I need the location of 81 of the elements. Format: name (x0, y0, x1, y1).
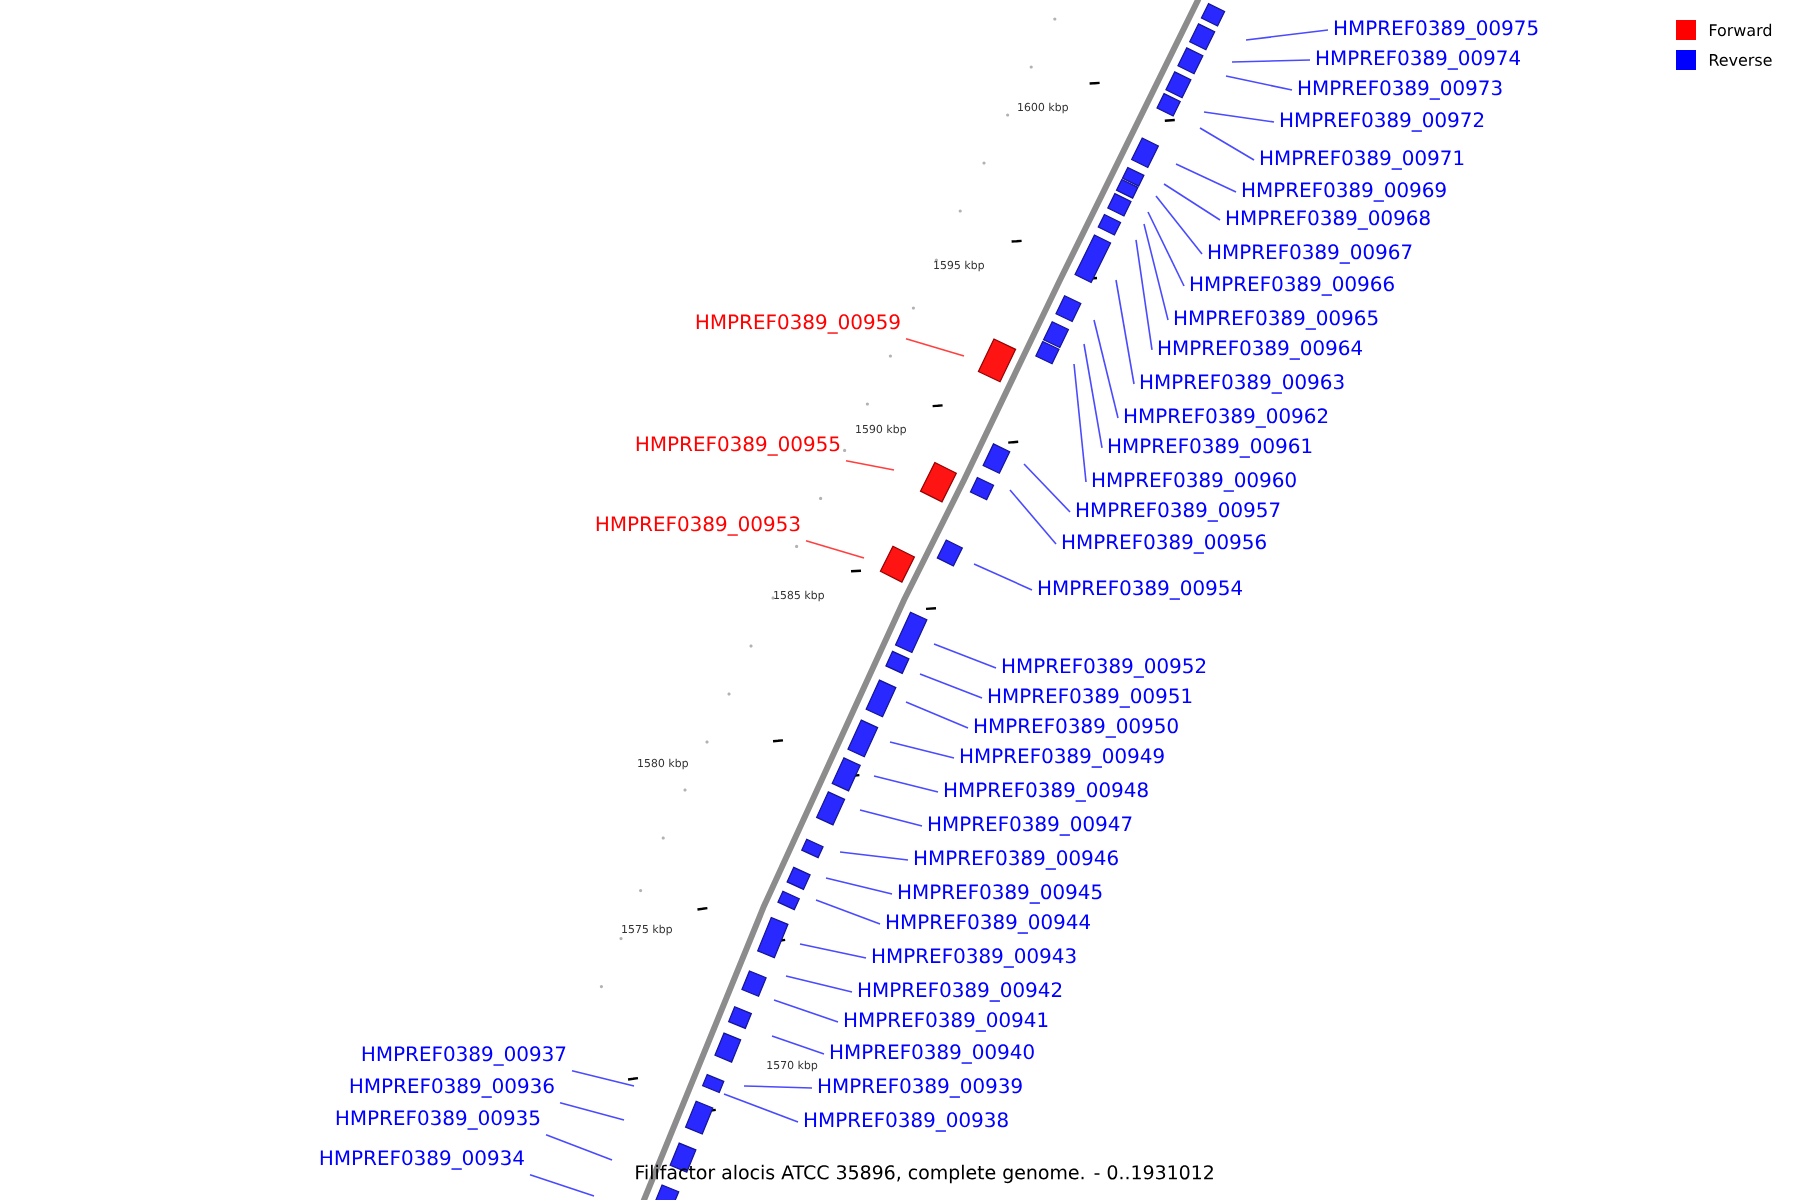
gene-label: HMPREF0389_00952 (1003, 658, 1206, 678)
leader-line (873, 775, 939, 793)
gene-label: HMPREF0389_00951 (989, 688, 1192, 708)
leader-line (839, 851, 909, 861)
leader-line (1163, 183, 1221, 221)
gene-label: HMPREF0389_00944 (887, 914, 1090, 934)
gene-label: HMPREF0389_00946 (915, 850, 1118, 870)
gene-label: HMPREF0389_00973 (1299, 80, 1502, 100)
leader-line (799, 943, 867, 959)
gene-label: HMPREF0389_00937 (362, 1046, 566, 1066)
leader-line (771, 1035, 825, 1055)
leader-line (1093, 319, 1119, 419)
gene-label: HMPREF0389_00947 (929, 816, 1132, 836)
leader-line (889, 741, 955, 759)
gene-label: HMPREF0389_00972 (1281, 112, 1484, 132)
leader-line (1115, 279, 1135, 385)
gene-label: HMPREF0389_00942 (859, 982, 1062, 1002)
leader-line (1135, 239, 1153, 351)
gene-label: HMPREF0389_00935 (336, 1110, 540, 1130)
leader-line (919, 673, 983, 699)
gene-label: HMPREF0389_00949 (961, 748, 1164, 768)
leader-line (773, 999, 839, 1023)
leader-line (1231, 59, 1311, 63)
gene-label: HMPREF0389_00953 (596, 516, 800, 536)
leader-line (1175, 163, 1237, 193)
leader-line (973, 563, 1033, 591)
gene-label: HMPREF0389_00962 (1125, 408, 1328, 428)
leader-line (805, 539, 865, 559)
leader-line (1143, 223, 1169, 321)
leader-line (1199, 127, 1255, 161)
gene-label: HMPREF0389_00950 (975, 718, 1178, 738)
gene-label: HMPREF0389_00966 (1191, 276, 1394, 296)
caption: Filifactor alocis ATCC 35896, complete genome. - 0..1931012 (636, 1164, 1213, 1184)
leader-line (1155, 195, 1203, 255)
gene-label: HMPREF0389_00961 (1109, 438, 1312, 458)
leader-line (559, 1101, 625, 1121)
gene-label: HMPREF0389_00939 (819, 1078, 1022, 1098)
leader-line (1023, 463, 1071, 513)
leader-line (933, 643, 997, 669)
leader-line (1245, 29, 1329, 41)
leader-line (1203, 111, 1275, 123)
leader-line (743, 1085, 813, 1089)
leader-line (845, 459, 895, 471)
gene-label: HMPREF0389_00971 (1261, 150, 1464, 170)
gene-label: HMPREF0389_00960 (1093, 472, 1296, 492)
gene-label: HMPREF0389_00968 (1227, 210, 1430, 230)
leader-line (905, 337, 965, 357)
leader-line (1073, 363, 1087, 483)
leader-line (1147, 211, 1185, 287)
leader-line (723, 1093, 799, 1123)
leader-line (529, 1173, 595, 1197)
gene-label: HMPREF0389_00938 (805, 1112, 1008, 1132)
gene-label: HMPREF0389_00934 (320, 1150, 524, 1170)
leader-line (571, 1069, 635, 1087)
leader-line (1009, 489, 1057, 545)
gene-label: HMPREF0389_00963 (1141, 374, 1344, 394)
gene-label: HMPREF0389_00948 (945, 782, 1148, 802)
gene-label: HMPREF0389_00956 (1063, 534, 1266, 554)
leader-line (1083, 343, 1103, 449)
leader-line (545, 1133, 613, 1161)
leader-line (905, 701, 969, 729)
gene-label: HMPREF0389_00941 (845, 1012, 1048, 1032)
gene-label: HMPREF0389_00940 (831, 1044, 1034, 1064)
gene-label: HMPREF0389_00974 (1317, 50, 1520, 70)
gene-label: HMPREF0389_00943 (873, 948, 1076, 968)
leader-line (859, 809, 923, 827)
gene-label: HMPREF0389_00969 (1243, 182, 1446, 202)
leader-line (1225, 75, 1293, 91)
leader-line (825, 877, 893, 895)
gene-label: HMPREF0389_00964 (1159, 340, 1362, 360)
gene-label: HMPREF0389_00936 (350, 1078, 554, 1098)
gene-label: HMPREF0389_00965 (1175, 310, 1378, 330)
gene-label: HMPREF0389_00957 (1077, 502, 1280, 522)
gene-label: HMPREF0389_00955 (636, 436, 840, 456)
gene-label: HMPREF0389_00967 (1209, 244, 1412, 264)
leader-line (785, 975, 853, 993)
gene-label: HMPREF0389_00959 (696, 314, 900, 334)
gene-label: HMPREF0389_00975 (1335, 20, 1538, 40)
gene-label: HMPREF0389_00954 (1039, 580, 1242, 600)
leader-line (815, 899, 881, 925)
gene-label: HMPREF0389_00945 (899, 884, 1102, 904)
